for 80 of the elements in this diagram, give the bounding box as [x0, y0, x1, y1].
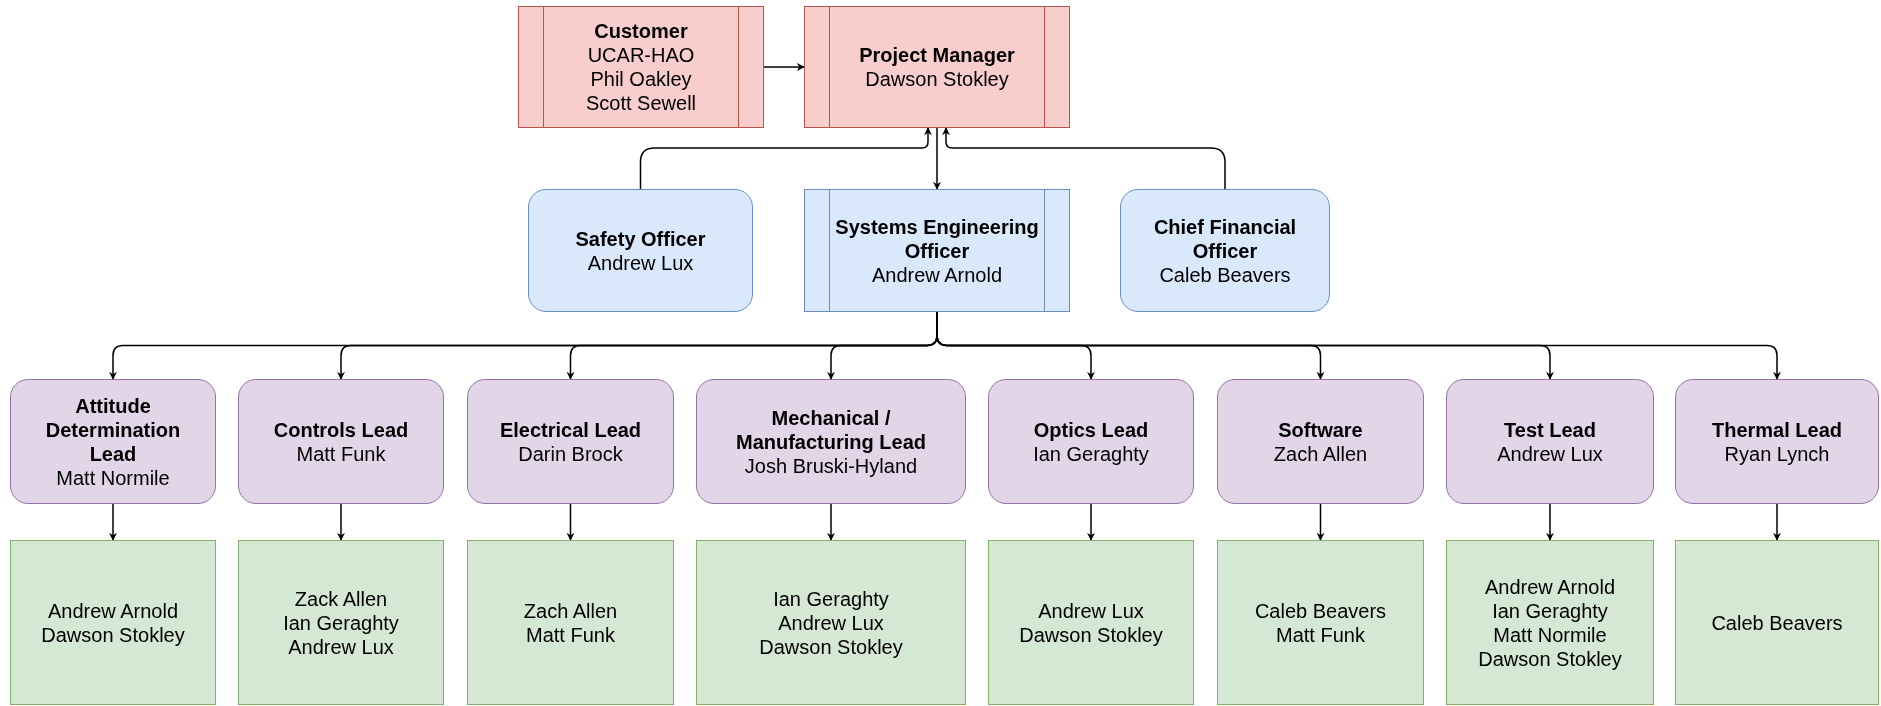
- person-name: Andrew Arnold: [1483, 574, 1617, 599]
- connector-arrow: [1087, 503, 1095, 541]
- role-box: [1217, 379, 1424, 504]
- role-title: Electrical Lead: [498, 417, 643, 442]
- team-box: [1217, 540, 1424, 705]
- person-name: Andrew Lux: [586, 250, 695, 275]
- person-name: Ian Geraghty: [1032, 441, 1150, 466]
- role-box: [988, 379, 1194, 504]
- person-name: Matt Funk: [525, 622, 616, 647]
- person-name: Darin Brock: [517, 441, 624, 466]
- team-box: [1446, 540, 1654, 705]
- connector-arrow: [1773, 503, 1781, 541]
- role-box: [696, 379, 966, 504]
- person-name: Andrew Lux: [1496, 441, 1604, 466]
- connector-arrow: [337, 503, 345, 541]
- role-title: Test Lead: [1503, 417, 1597, 442]
- role-box: [1120, 189, 1330, 312]
- team-box: [238, 540, 444, 705]
- person-name: Andrew Lux: [1037, 598, 1145, 623]
- person-name: Zach Allen: [522, 598, 619, 623]
- role-box: [1675, 379, 1879, 504]
- connector-arrow: [827, 503, 835, 541]
- team-box: [1675, 540, 1879, 705]
- role-title: Customer: [593, 19, 689, 43]
- person-name: Ian Geraghty: [772, 586, 890, 611]
- team-box: [696, 540, 966, 705]
- person-name: Ian Geraghty: [1491, 598, 1609, 623]
- person-name: Dawson Stokley: [758, 634, 904, 659]
- role-box: [238, 379, 444, 504]
- person-name: UCAR-HAO: [586, 43, 696, 67]
- role-title: Chief Financial Officer: [1152, 214, 1298, 263]
- person-name: Matt Normile: [55, 465, 171, 490]
- person-name: Matt Funk: [295, 441, 387, 466]
- person-name: Dawson Stokley: [1018, 622, 1164, 647]
- connector-arrow: [1316, 503, 1325, 541]
- person-name: Caleb Beavers: [1158, 262, 1292, 287]
- role-title: Mechanical / Manufacturing Lead: [735, 405, 927, 454]
- person-name: Josh Bruski-Hyland: [743, 453, 919, 478]
- team-box: [467, 540, 674, 705]
- role-title: Systems Engineering Officer: [834, 214, 1040, 263]
- person-name: Dawson Stokley: [1477, 646, 1623, 671]
- process-box: [804, 6, 1070, 128]
- person-name: Ian Geraghty: [282, 610, 400, 635]
- person-name: Zach Allen: [1272, 441, 1369, 466]
- person-name: Caleb Beavers: [1710, 610, 1844, 635]
- connector-arrow: [566, 503, 575, 541]
- person-name: Andrew Lux: [287, 634, 395, 659]
- connector-arrow: [1546, 503, 1554, 541]
- person-name: Phil Oakley: [589, 67, 693, 91]
- role-box: [528, 189, 753, 312]
- person-name: Caleb Beavers: [1253, 598, 1388, 623]
- connector-arrow: [763, 63, 805, 71]
- person-name: Matt Normile: [1492, 622, 1608, 647]
- process-box: [518, 6, 764, 128]
- role-title: Controls Lead: [272, 417, 410, 442]
- connector-arrow: [933, 127, 941, 190]
- connector-arrow: [109, 503, 117, 541]
- person-name: Andrew Lux: [777, 610, 885, 635]
- connector-arrow: [942, 127, 1226, 190]
- process-box: [804, 189, 1070, 312]
- role-title: Attitude Determination Lead: [44, 393, 182, 466]
- person-name: Scott Sewell: [584, 91, 698, 115]
- person-name: Andrew Arnold: [870, 262, 1004, 287]
- role-box: [1446, 379, 1654, 504]
- person-name: Ryan Lynch: [1723, 441, 1831, 466]
- person-name: Andrew Arnold: [46, 598, 180, 623]
- role-title: Thermal Lead: [1710, 417, 1843, 442]
- team-box: [988, 540, 1194, 705]
- person-name: Dawson Stokley: [40, 622, 186, 647]
- person-name: Zack Allen: [293, 586, 389, 611]
- role-title: Software: [1277, 417, 1364, 442]
- team-box: [10, 540, 216, 705]
- role-title: Project Manager: [858, 43, 1016, 67]
- role-box: [10, 379, 216, 504]
- connector-arrow: [639, 127, 932, 190]
- role-title: Optics Lead: [1032, 417, 1150, 442]
- person-name: Matt Funk: [1275, 622, 1366, 647]
- person-name: Dawson Stokley: [864, 67, 1010, 91]
- role-title: Safety Officer: [574, 226, 707, 251]
- role-box: [467, 379, 674, 504]
